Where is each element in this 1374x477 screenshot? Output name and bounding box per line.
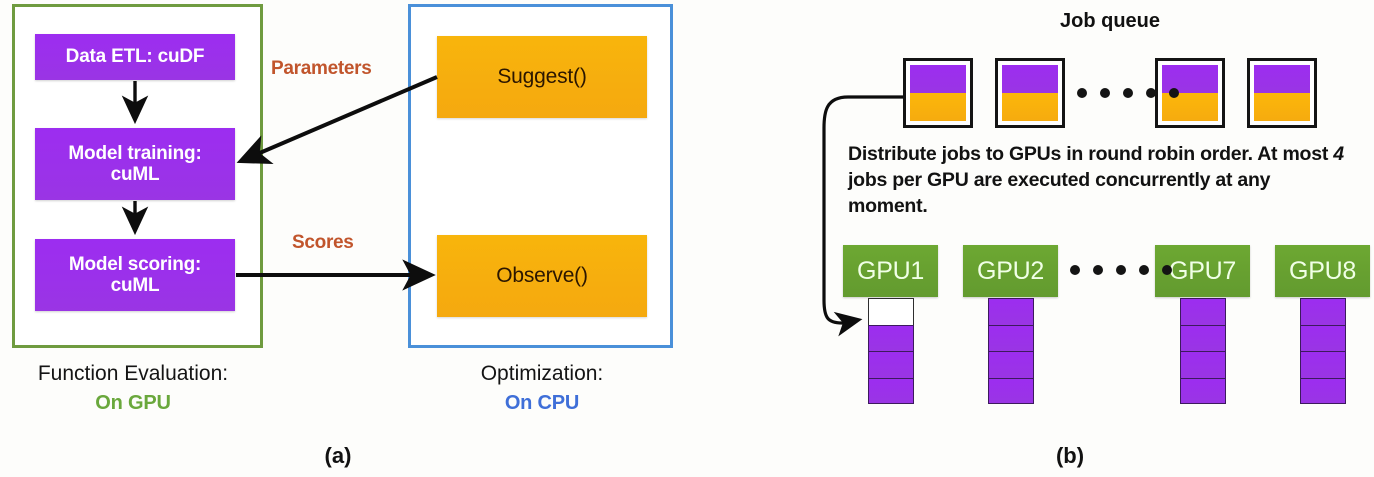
node-model-scoring[interactable]: Model scoring: cuML	[35, 239, 235, 311]
node-model-training[interactable]: Model training: cuML	[35, 128, 235, 200]
gpu-slot-busy[interactable]	[988, 377, 1034, 404]
job-card[interactable]	[903, 58, 973, 128]
gpu-slot-busy[interactable]	[1300, 298, 1346, 325]
gpu-slot-stack-gpu7	[1180, 298, 1226, 404]
gpu-slot-busy[interactable]	[868, 377, 914, 404]
gpu-header-gpu1[interactable]: GPU1	[843, 245, 938, 297]
job-segment-purple	[1002, 65, 1058, 93]
gpu-slot-busy[interactable]	[1180, 324, 1226, 351]
figure-label-b: (b)	[1055, 443, 1085, 468]
gpu-slot-busy[interactable]	[988, 324, 1034, 351]
job-card[interactable]	[995, 58, 1065, 128]
gpu-slot-busy[interactable]	[1300, 377, 1346, 404]
job-queue-title: Job queue	[1059, 10, 1160, 32]
job-segment-purple	[1254, 65, 1310, 93]
gpu-slot-busy[interactable]	[1180, 377, 1226, 404]
figure-label-a: (a)	[324, 443, 352, 468]
node-observe[interactable]: Observe()	[437, 235, 647, 317]
gpu-slot-busy[interactable]	[868, 324, 914, 351]
job-segment-orange	[910, 93, 966, 121]
note-line-1: Distribute jobs to GPUs in round robin o…	[848, 143, 1278, 165]
gpu-slot-busy[interactable]	[868, 351, 914, 378]
caption-function-evaluation: Function Evaluation:	[37, 362, 229, 385]
gpu-slot-stack-gpu1	[868, 298, 914, 404]
edge-label-parameters: Parameters	[271, 58, 372, 79]
gpu-slot-stack-gpu8	[1300, 298, 1346, 404]
job-card[interactable]	[1247, 58, 1317, 128]
gpu-slot-busy[interactable]	[1300, 351, 1346, 378]
note-emphasis-number: 4	[1333, 143, 1344, 165]
gpu-slot-empty[interactable]	[868, 298, 914, 325]
gpu-slot-busy[interactable]	[988, 351, 1034, 378]
caption-on-cpu: On CPU	[504, 392, 580, 414]
caption-on-gpu: On GPU	[95, 392, 171, 414]
gpu-slot-stack-gpu2	[988, 298, 1034, 404]
job-card[interactable]	[1155, 58, 1225, 128]
queue-ellipsis-icon	[1077, 88, 1179, 98]
note-line-2-b: jobs per GPU are executed concurrently	[848, 168, 1211, 191]
gpu-slot-busy[interactable]	[1300, 324, 1346, 351]
node-data-etl[interactable]: Data ETL: cuDF	[35, 34, 235, 80]
gpu-header-gpu2[interactable]: GPU2	[963, 245, 1058, 297]
gpu-slot-busy[interactable]	[1180, 298, 1226, 325]
gpu-slot-busy[interactable]	[988, 298, 1034, 325]
gpu-header-gpu8[interactable]: GPU8	[1275, 245, 1370, 297]
node-suggest[interactable]: Suggest()	[437, 36, 647, 118]
distribute-note: Distribute jobs to GPUs in round robin o…	[848, 142, 1353, 220]
edge-label-scores: Scores	[292, 232, 354, 253]
gpu-ellipsis-icon	[1070, 265, 1172, 275]
job-segment-orange	[1002, 93, 1058, 121]
caption-optimization: Optimization:	[480, 362, 604, 385]
job-segment-purple	[910, 65, 966, 93]
job-segment-orange	[1254, 93, 1310, 121]
gpu-slot-busy[interactable]	[1180, 351, 1226, 378]
note-line-2-a: most	[1282, 143, 1334, 165]
